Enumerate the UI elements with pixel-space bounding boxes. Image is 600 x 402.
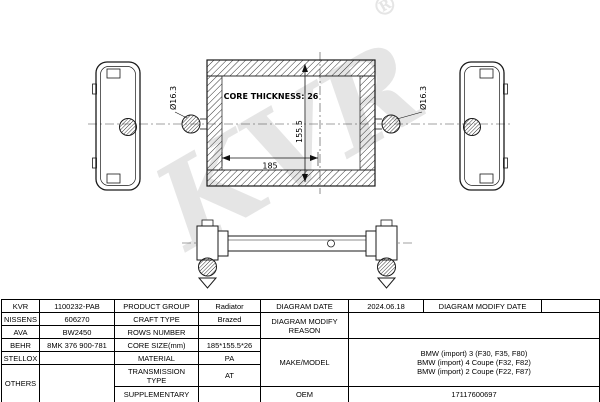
bottom-view-right-bracket [375,219,398,289]
core-thickness-label: CORE THICKNESS: 26 [224,92,319,101]
make-model-line: BMW (import) 4 Coupe (F32, F82) [417,358,531,367]
brand-number-ava: BW2450 [39,325,115,339]
brand-name-kvr: KVR [1,299,40,313]
port-diameter-label-right: Ø16.3 [396,86,428,120]
table-row: BEHR 8MK 376 900-781 CORE SIZE(mm) 185*1… [1,338,600,387]
label-transmission-type: TRANSMISSION TYPE [114,364,199,387]
brand-name-nissens: NISSENS [1,312,40,326]
value-oem: 17117600697 [348,386,600,402]
dimension-core-height: 155.5 [295,64,308,182]
value-make-model: BMW (import) 3 (F30, F35, F80) BMW (impo… [348,338,600,387]
radiator-drawing-svg: Ø16.3 Ø16.3 CORE THICKNESS: 26 155.5 [88,52,512,289]
core-thickness-text: CORE THICKNESS: 26 [224,92,319,101]
label-supplementary: SUPPLEMENTARY [114,386,199,402]
table-row: STELLOX MATERIAL PA [1,351,600,365]
value-diagram-modify-date [541,299,600,313]
value-rows-number [198,325,261,339]
label-make-model: MAKE/MODEL [260,338,349,387]
spec-table: KVR 1100232-PAB PRODUCT GROUP Radiator D… [1,299,600,402]
brand-name-behr: BEHR [1,338,40,352]
table-row: AVA BW2450 ROWS NUMBER [1,325,600,339]
label-product-group: PRODUCT GROUP [114,299,199,313]
label-oem: OEM [260,386,349,402]
inlet-port-right [375,114,401,134]
value-core-size: 185*155.5*26 [198,338,261,352]
brand-number-others [39,364,115,402]
make-model-line: BMW (import) 3 (F30, F35, F80) [420,349,528,358]
transmission-type-text: TRANSMISSION TYPE [127,366,186,385]
brand-name-ava: AVA [1,325,40,339]
brand-number-nissens: 606270 [39,312,115,326]
value-supplementary [198,386,261,402]
port-diameter-text-right: Ø16.3 [418,86,428,110]
label-diagram-date: DIAGRAM DATE [260,299,349,313]
brand-name-stellox: STELLOX [1,351,40,365]
value-diagram-modify-reason [348,312,600,339]
table-row: OTHERS TRANSMISSION TYPE AT [1,364,600,402]
right-tank [459,61,508,191]
label-craft-type: CRAFT TYPE [114,312,199,326]
label-material: MATERIAL [114,351,199,365]
value-transmission-type: AT [198,364,261,387]
left-tank [92,61,141,191]
value-material: PA [198,351,261,365]
brand-number-stellox [39,351,115,365]
diagram-modify-reason-text: DIAGRAM MODIFY REASON [271,316,338,335]
make-model-line: BMW (import) 2 Coupe (F22, F87) [417,367,531,376]
dimension-core-width: 185 [221,152,319,171]
label-core-size: CORE SIZE(mm) [114,338,199,352]
value-product-group: Radiator [198,299,261,313]
table-row: KVR 1100232-PAB PRODUCT GROUP Radiator D… [1,299,600,313]
bottom-view-left-bracket [196,219,219,289]
core-width-text: 185 [262,162,277,171]
core-height-text: 155.5 [295,120,304,143]
radiator-core [206,59,376,187]
label-rows-number: ROWS NUMBER [114,325,199,339]
table-row: NISSENS 606270 CRAFT TYPE Brazed DIAGRAM… [1,312,600,339]
port-diameter-label-left: Ø16.3 [168,86,188,119]
brand-number-kvr: 1100232-PAB [39,299,115,313]
label-diagram-modify-date: DIAGRAM MODIFY DATE [423,299,542,313]
brand-number-behr: 8MK 376 900-781 [39,338,115,352]
technical-drawing: KVR® [88,0,512,289]
port-diameter-text-left: Ø16.3 [168,86,178,110]
brand-name-others: OTHERS [1,364,40,402]
inlet-port-left [181,114,207,134]
bottom-view [182,219,412,289]
value-craft-type: Brazed [198,312,261,326]
label-diagram-modify-reason: DIAGRAM MODIFY REASON [260,312,349,339]
value-diagram-date: 2024.06.18 [348,299,424,313]
